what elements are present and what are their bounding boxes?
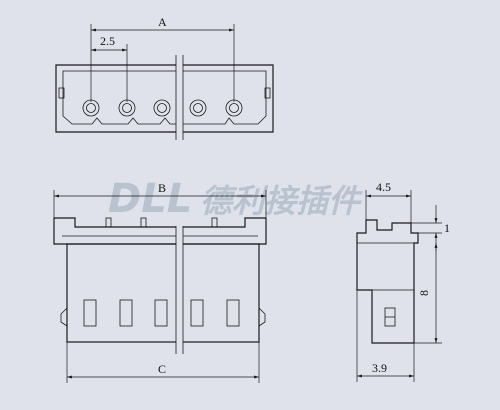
side-view: 4.5 1 8 3.9	[356, 180, 450, 382]
left-latch	[58, 87, 65, 99]
pin-hole	[189, 99, 207, 117]
dimension-side-top: 4.5	[365, 180, 412, 223]
dimension-pitch: 2.5	[91, 34, 128, 102]
break-gap-front	[176, 226, 183, 354]
dimension-a-label: A	[158, 15, 167, 29]
post	[211, 217, 218, 228]
right-latch	[264, 87, 271, 99]
dimension-side-top-label: 4.5	[376, 180, 391, 194]
watermark-name: 德利接插件	[200, 182, 363, 220]
side-view-outline	[356, 219, 419, 344]
dimension-c: C	[66, 342, 260, 383]
contact-window	[190, 299, 204, 327]
pin-holes	[82, 99, 243, 117]
front-left-lug	[60, 307, 68, 327]
dimension-pitch-label: 2.5	[100, 34, 115, 48]
contact-window	[154, 299, 168, 327]
watermark: DLL 德利接插件	[108, 176, 363, 222]
pin-hole	[225, 99, 243, 117]
top-view-inner-outline	[62, 70, 267, 125]
dimension-a: A	[90, 15, 235, 102]
top-view: A 2.5	[55, 15, 274, 140]
contact-window	[119, 299, 133, 327]
dimension-side-height: 8	[414, 243, 442, 344]
watermark-brand: DLL	[108, 176, 192, 222]
dimension-side-bottom-label: 3.9	[372, 361, 387, 375]
dimension-b-label: B	[158, 181, 166, 195]
break-gap-top	[176, 55, 183, 140]
post	[105, 217, 112, 228]
pin-hole	[82, 99, 100, 117]
front-right-lug	[258, 307, 266, 327]
front-view-body	[66, 243, 260, 343]
post	[140, 217, 147, 228]
pin-hole	[118, 99, 136, 117]
dimension-c-label: C	[158, 362, 166, 376]
dimension-side-small-label: 1	[444, 221, 450, 235]
contact-windows	[83, 299, 240, 327]
front-view: B C	[53, 181, 267, 383]
dimension-b: B	[53, 181, 267, 218]
dimension-side-height-label: 8	[417, 290, 431, 296]
dimension-side-bottom: 3.9	[356, 290, 415, 382]
contact-window	[83, 299, 97, 327]
dimension-side-small: 1	[411, 205, 450, 251]
contact-window	[226, 299, 240, 327]
top-view-outline	[55, 64, 274, 133]
pin-hole	[153, 99, 171, 117]
